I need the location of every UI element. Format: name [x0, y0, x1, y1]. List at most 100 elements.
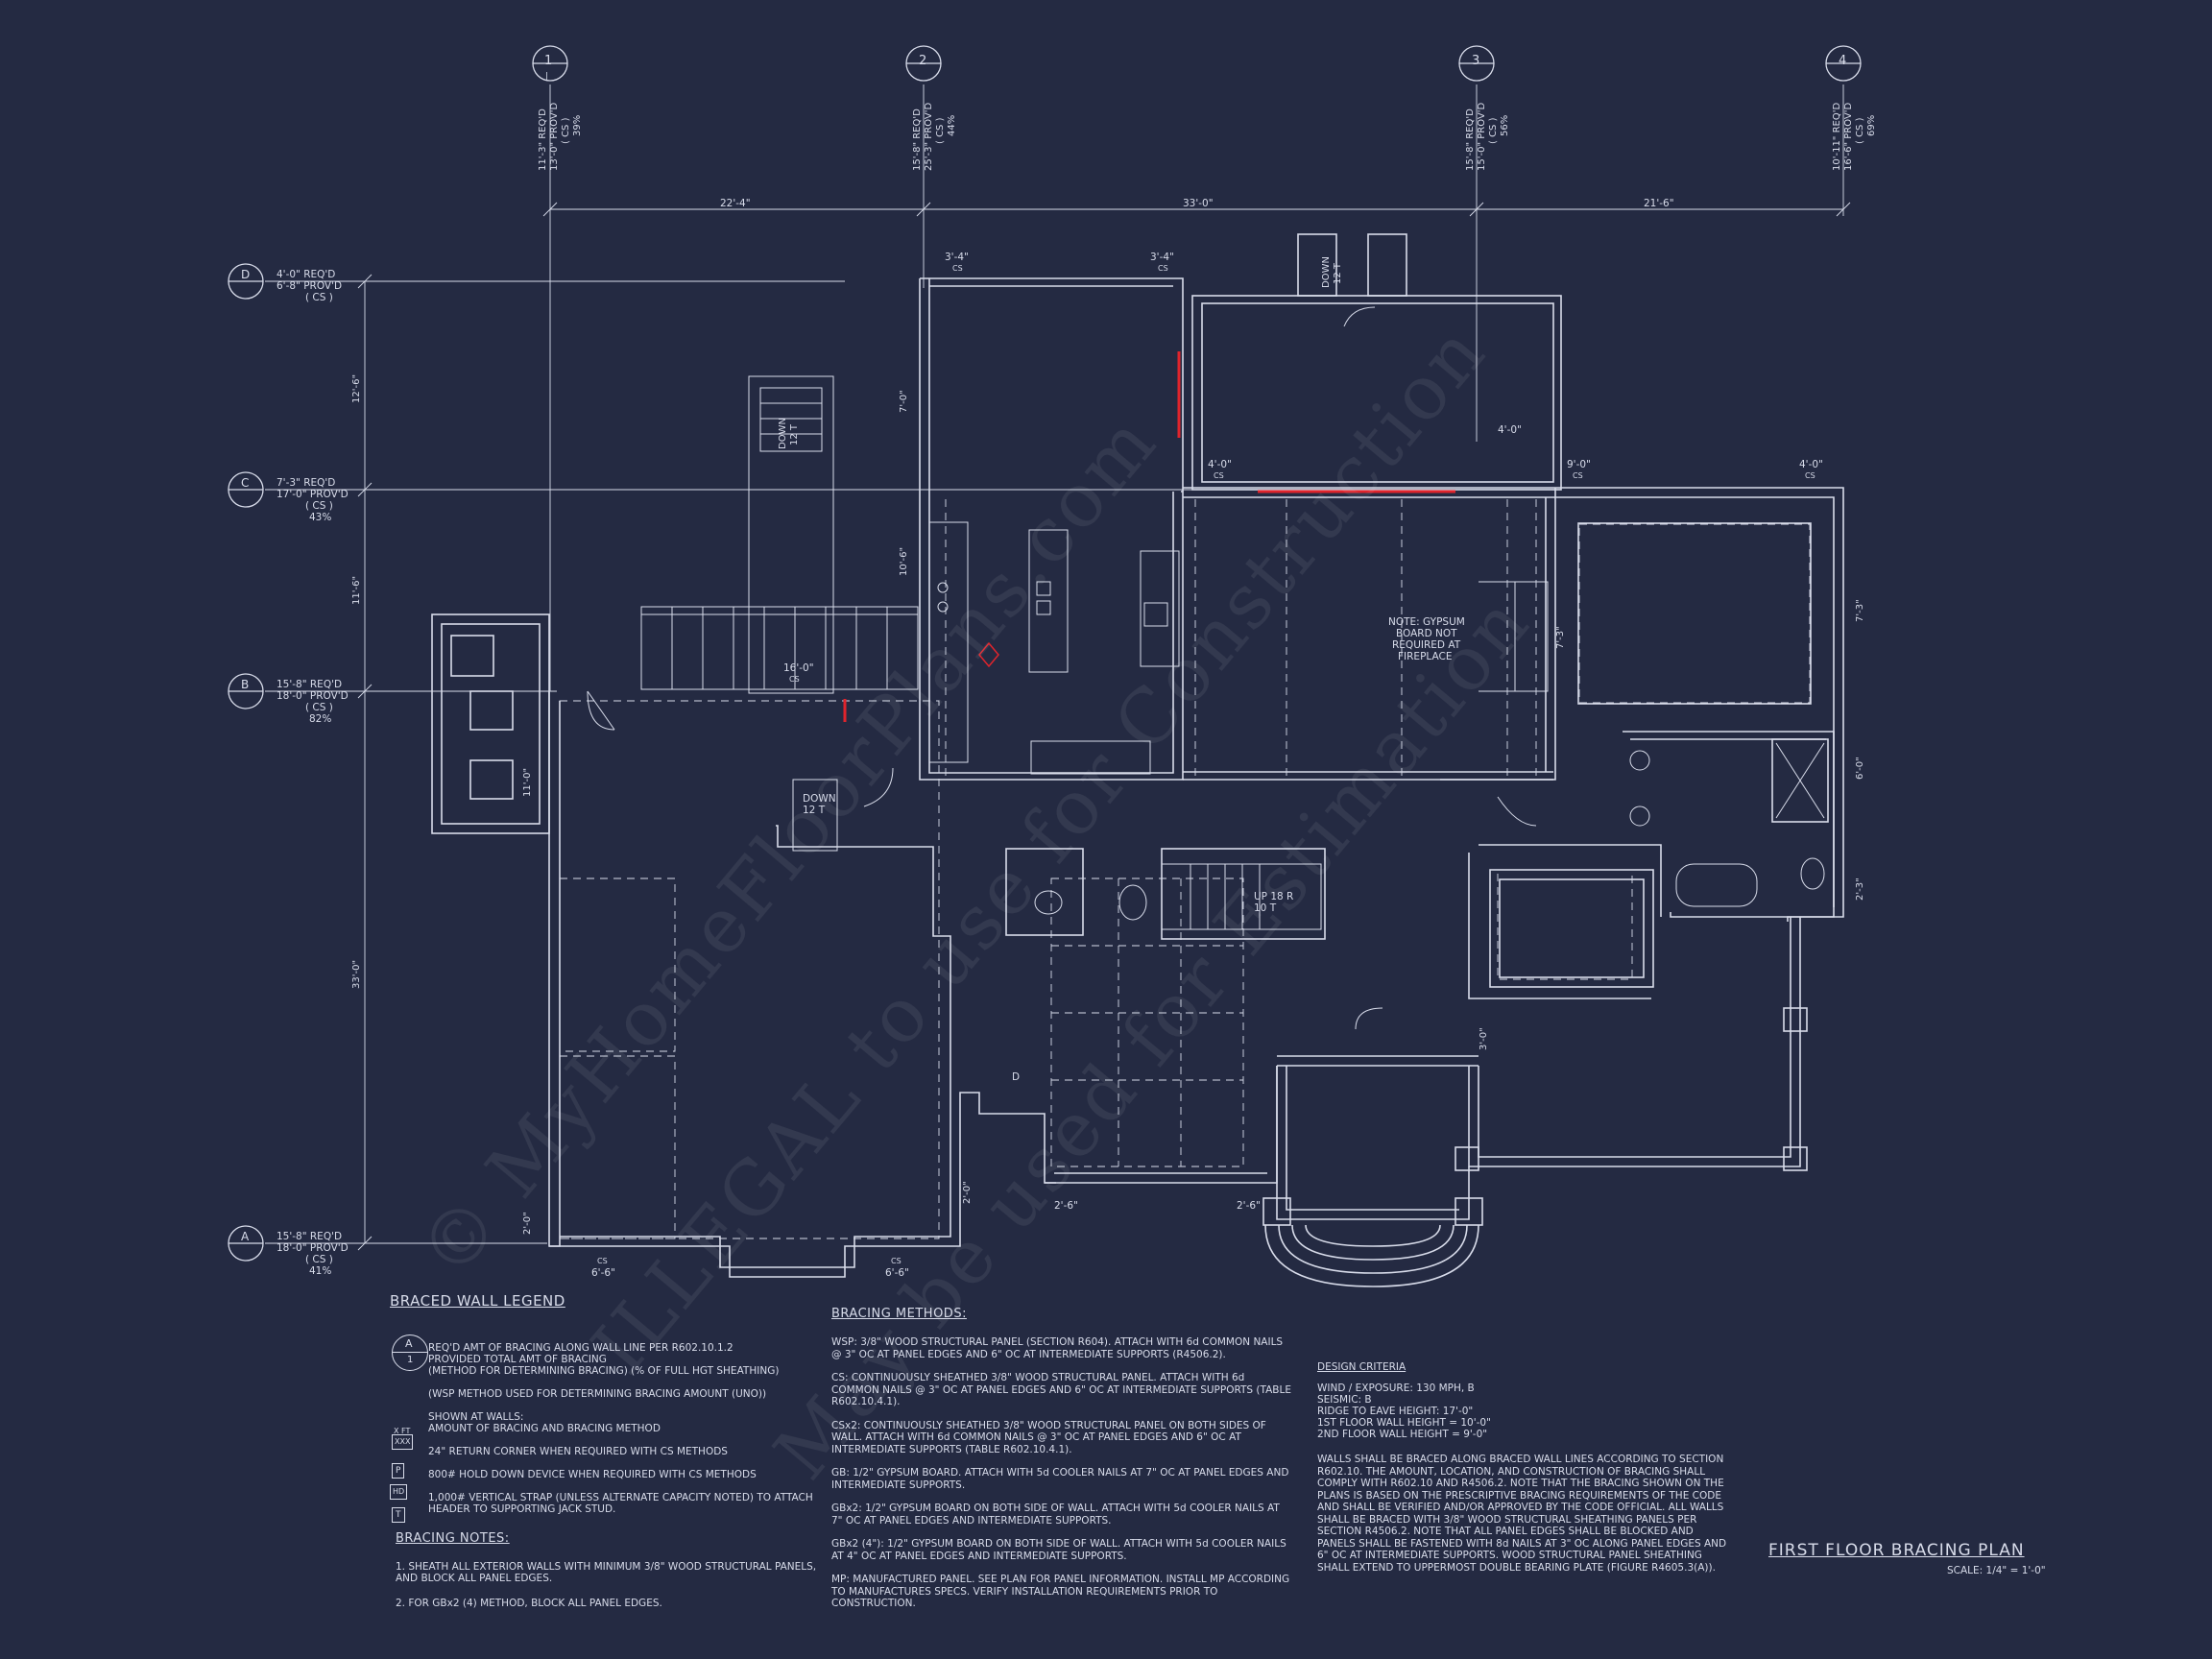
left-dimension: 12'-6" — [351, 373, 362, 403]
exterior-walls — [431, 233, 1844, 1287]
red-bracing-marks — [843, 351, 1455, 722]
stair-down-label: DOWN — [1321, 256, 1332, 288]
bracing-method: GBx2 (4"): 1/2" GYPSUM BOARD ON BOTH SID… — [831, 1538, 1286, 1562]
legend-symbol-hd: HD — [390, 1484, 408, 1500]
stair-up-label: UP 18 R — [1254, 891, 1294, 902]
interior-details — [559, 306, 1825, 1239]
bracing-methods-list: WSP: 3/8" WOOD STRUCTURAL PANEL (SECTION… — [831, 1336, 1292, 1622]
legend-entry: AMOUNT OF BRACING AND BRACING METHOD — [428, 1423, 661, 1434]
design-criteria-line: SEISMIC: B — [1317, 1394, 1372, 1406]
design-criteria-heading: DESIGN CRITERIA — [1317, 1361, 1407, 1373]
bracing-methods-heading: BRACING METHODS: — [831, 1307, 967, 1321]
legend-entry: PROVIDED TOTAL AMT OF BRACING — [428, 1354, 607, 1365]
cs-tag: CS — [597, 1257, 608, 1265]
legend-entry: (METHOD FOR DETERMINING BRACING) (% OF F… — [428, 1365, 780, 1377]
dim-label: 4'-0" — [1498, 424, 1522, 436]
design-criteria-line: WIND / EXPOSURE: 130 MPH, B — [1317, 1382, 1475, 1394]
cs-tag: CS — [1158, 264, 1168, 273]
legend-entry: HEADER TO SUPPORTING JACK STUD. — [428, 1503, 616, 1515]
bracing-notes-heading: BRACING NOTES: — [396, 1531, 510, 1546]
column-grid-lines — [542, 84, 1851, 691]
top-dimension: 33'-0" — [1183, 198, 1214, 209]
column-bubble-label: 3 — [1472, 54, 1480, 68]
bracing-method: CS: CONTINUOUSLY SHEATHED 3/8" WOOD STRU… — [831, 1372, 1291, 1407]
cs-tag: CS — [1214, 471, 1224, 480]
column-bubble-sub: | — [545, 72, 549, 82]
design-criteria-line: 2ND FLOOR WALL HEIGHT = 9'-0" — [1317, 1429, 1488, 1440]
bracing-note: AND BLOCK ALL PANEL EDGES. — [396, 1573, 553, 1584]
stair-down-label: DOWN — [803, 793, 836, 805]
vdim-label: 2'-0" — [522, 1212, 533, 1235]
bracing-method: GB: 1/2" GYPSUM BOARD. ATTACH WITH 5d CO… — [831, 1467, 1289, 1491]
design-criteria-line: RIDGE TO EAVE HEIGHT: 17'-0" — [1317, 1406, 1474, 1417]
stair-rise-label: 12 T — [789, 423, 800, 445]
row-bubble-label: A — [241, 1230, 250, 1243]
row-grid-lines — [265, 274, 1219, 1251]
column-bubble-label: 4 — [1839, 54, 1847, 68]
vdim-label: 11'-0" — [522, 767, 533, 797]
stair-rise-label: 12 T — [1333, 262, 1343, 284]
dim-label: 3'-4" — [945, 252, 969, 263]
bracing-method: CSx2: CONTINUOUSLY SHEATHED 3/8" WOOD ST… — [831, 1419, 1266, 1455]
vdim-label: 7'-0" — [899, 390, 909, 413]
room-d-label: D — [1012, 1071, 1021, 1083]
legend-symbol: A 1 — [392, 1334, 428, 1371]
dim-label: 4'-0" — [1208, 459, 1232, 470]
vdim-label: 3'-0" — [1479, 1027, 1489, 1050]
dim-label: 16'-0" — [783, 662, 814, 674]
cs-tag: CS — [891, 1257, 902, 1265]
legend-symbol-xxx: XXX — [392, 1434, 414, 1450]
legend-symbol-p: P — [392, 1463, 405, 1479]
bracing-note: 2. FOR GBx2 (4) METHOD, BLOCK ALL PANEL … — [396, 1598, 662, 1609]
legend-entry: 800# HOLD DOWN DEVICE WHEN REQUIRED WITH… — [428, 1469, 757, 1480]
vdim-label: 7'-3" — [1555, 626, 1566, 649]
vdim-label: 6'-0" — [1855, 757, 1865, 780]
dim-label: 6'-6" — [591, 1267, 615, 1279]
legend-entry: 24" RETURN CORNER WHEN REQUIRED WITH CS … — [428, 1446, 728, 1457]
legend-symbol-xft: X FT — [394, 1427, 411, 1435]
sheet-title: FIRST FLOOR BRACING PLAN — [1768, 1541, 2025, 1560]
stair-up-sub: 10 T — [1254, 902, 1277, 914]
bracing-method: GBx2: 1/2" GYPSUM BOARD ON BOTH SIDE OF … — [831, 1503, 1280, 1527]
dim-label: 3'-4" — [1150, 252, 1174, 263]
vdim-label: 10'-6" — [899, 546, 909, 576]
sheet-scale: SCALE: 1/4" = 1'-0" — [1947, 1565, 2046, 1576]
stair-rise-label: 12 T — [803, 805, 826, 816]
vdim-label: 7'-3" — [1855, 599, 1865, 622]
legend-symbol-t: T — [392, 1507, 405, 1523]
cs-tag: CS — [952, 264, 963, 273]
cs-tag: CS — [1805, 471, 1815, 480]
cs-tag: CS — [789, 675, 800, 684]
row-bubble-label: B — [241, 678, 250, 691]
dim-label: 2'-6" — [1054, 1200, 1078, 1212]
stair-down-label: DOWN — [778, 418, 788, 449]
vdim-label: 2'-3" — [1855, 878, 1865, 901]
row-bubbles — [228, 263, 264, 1262]
row-bubble-label: C — [241, 476, 250, 490]
bracing-method: WSP: 3/8" WOOD STRUCTURAL PANEL (SECTION… — [831, 1336, 1284, 1360]
bracing-method: MP: MANUFACTURED PANEL. SEE PLAN FOR PAN… — [831, 1574, 1290, 1609]
legend-entry: 1,000# VERTICAL STRAP (UNLESS ALTERNATE … — [428, 1492, 813, 1503]
legend-entry: SHOWN AT WALLS: — [428, 1411, 524, 1423]
column-bubble-label: 2 — [919, 54, 927, 68]
left-dimension: 33'-0" — [351, 959, 362, 989]
legend-entry: REQ'D AMT OF BRACING ALONG WALL LINE PER… — [428, 1342, 733, 1354]
design-criteria-paragraph: WALLS SHALL BE BRACED ALONG BRACED WALL … — [1317, 1454, 1727, 1574]
legend-entry: (WSP METHOD USED FOR DETERMINING BRACING… — [428, 1388, 767, 1400]
dim-label: 9'-0" — [1567, 459, 1591, 470]
design-criteria-line: 1ST FLOOR WALL HEIGHT = 10'-0" — [1317, 1417, 1491, 1429]
column-bubble-label: 1 — [544, 54, 553, 68]
bracing-note: 1. SHEATH ALL EXTERIOR WALLS WITH MINIMU… — [396, 1561, 817, 1573]
legend-heading: BRACED WALL LEGEND — [390, 1292, 565, 1310]
cs-tag: CS — [1573, 471, 1583, 480]
dim-label: 2'-6" — [1237, 1200, 1261, 1212]
dim-label: 6'-6" — [885, 1267, 909, 1279]
row-bubble-label: D — [241, 268, 251, 281]
top-dimension: 22'-4" — [720, 198, 751, 209]
top-dimension: 21'-6" — [1644, 198, 1674, 209]
dim-label: 4'-0" — [1799, 459, 1823, 470]
column-bubbles — [532, 45, 1862, 82]
vdim-label: 2'-0" — [962, 1181, 973, 1204]
left-dimension: 11'-6" — [351, 575, 362, 605]
